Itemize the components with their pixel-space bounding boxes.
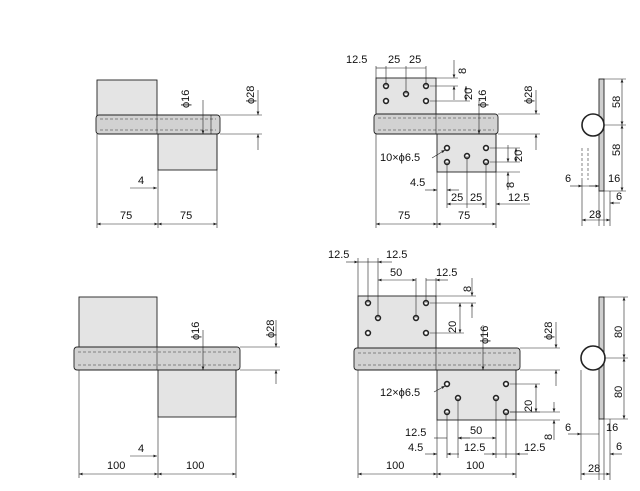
bottom-edge-dim: 8	[505, 182, 517, 188]
bottom-offset-1-dim: 12.5	[405, 427, 426, 439]
pin-dia-dim: ϕ16	[190, 322, 202, 340]
view-1-plain-hinge-75: 75 75 4 ϕ16 ϕ28	[95, 79, 262, 228]
hole	[443, 380, 451, 388]
gap-dim: 4	[138, 175, 144, 187]
leaf-right-dim: 100	[466, 460, 484, 472]
half-top-dim: 80	[613, 326, 625, 338]
gap-dim: 4	[138, 443, 144, 455]
knuckle-dia-dim: ϕ28	[265, 320, 277, 338]
knuckle-dia-dim: ϕ28	[245, 86, 257, 104]
top-edge-dim: 8	[462, 286, 474, 292]
pin-dia-dim: ϕ16	[477, 90, 489, 108]
bottom-end-1-dim: 12.5	[464, 442, 485, 454]
hole	[422, 329, 430, 337]
side-view-large: 80 80 6 16 6 28	[565, 296, 628, 480]
bottom-end-2-dim: 12.5	[524, 442, 545, 454]
pin-dia-dim: ϕ16	[479, 326, 491, 344]
hole	[364, 329, 372, 337]
top-pitch-2-dim: 25	[409, 54, 421, 66]
bottom-offset-2-dim: 4.5	[408, 442, 423, 454]
leaf-left-dim: 100	[386, 460, 404, 472]
leaf-left-dim: 75	[398, 210, 410, 222]
bottom-row-gap-dim: 20	[513, 150, 525, 162]
top-row-gap-dim: 20	[447, 321, 459, 333]
knuckle-section	[581, 113, 605, 137]
off-left-dim: 6	[565, 422, 571, 434]
top-pitch-dim: 50	[390, 267, 402, 279]
side-view-small: 58 58 6 16 6 28	[565, 78, 626, 226]
top-edge-dim: 8	[457, 68, 469, 74]
bottom-edge-dim: 8	[543, 434, 555, 440]
off-right-dim: 6	[616, 191, 622, 203]
hinge-pin	[353, 347, 521, 371]
view-2-drilled-hinge-75: 12.5 25 25 8 20 ϕ16 ϕ28 10×ϕ6.5 20 8	[346, 54, 540, 228]
hole	[443, 144, 451, 152]
half-bottom-dim: 58	[611, 144, 623, 156]
half-top-dim: 58	[611, 96, 623, 108]
knuckle-section	[580, 345, 606, 371]
leaf-right-dim: 75	[180, 210, 192, 222]
view-3-plain-hinge-100: 100 100 4 ϕ16 ϕ28	[73, 296, 280, 478]
top-row-gap-dim: 20	[463, 88, 475, 100]
pin-dia-dim: ϕ16	[180, 90, 192, 108]
top-offset-dim: 12.5	[346, 54, 367, 66]
top-end-dim: 12.5	[436, 267, 457, 279]
hole	[422, 97, 430, 105]
leaf-right-dim: 75	[458, 210, 470, 222]
top-offset-2-dim: 12.5	[386, 249, 407, 261]
bottom-pitch-dim: 50	[470, 425, 482, 437]
bottom-pitch-1-dim: 25	[451, 192, 463, 204]
top-offset-1-dim: 12.5	[328, 249, 349, 261]
bottom-row-gap-dim: 20	[523, 400, 535, 412]
width-dim: 28	[588, 463, 600, 475]
bottom-pitch-2-dim: 25	[470, 192, 482, 204]
leaf-right-dim: 100	[186, 460, 204, 472]
bottom-offset-dim: 4.5	[410, 177, 425, 189]
thick-dim: 16	[608, 173, 620, 185]
top-pitch-1-dim: 25	[388, 54, 400, 66]
half-bottom-dim: 80	[613, 386, 625, 398]
knuckle-dia-dim: ϕ28	[523, 86, 535, 104]
hole	[482, 144, 490, 152]
holes-callout: 10×ϕ6.5	[380, 152, 420, 164]
knuckle-dia-dim: ϕ28	[543, 322, 555, 340]
hinge-pin	[95, 114, 221, 135]
view-4-drilled-hinge-100: 12.5 12.5 50 12.5 8 20 ϕ16 ϕ28 12×ϕ6.5 2…	[328, 249, 560, 478]
hole	[502, 380, 510, 388]
hole	[382, 97, 390, 105]
leaf-left-dim: 100	[107, 460, 125, 472]
off-right-dim: 6	[616, 441, 622, 453]
thick-dim: 16	[606, 422, 618, 434]
holes-callout: 12×ϕ6.5	[380, 387, 420, 399]
bottom-end-dim: 12.5	[508, 192, 529, 204]
leaf-left-dim: 75	[120, 210, 132, 222]
off-left-dim: 6	[565, 173, 571, 185]
width-dim: 28	[589, 209, 601, 221]
leaf-section	[598, 78, 605, 192]
